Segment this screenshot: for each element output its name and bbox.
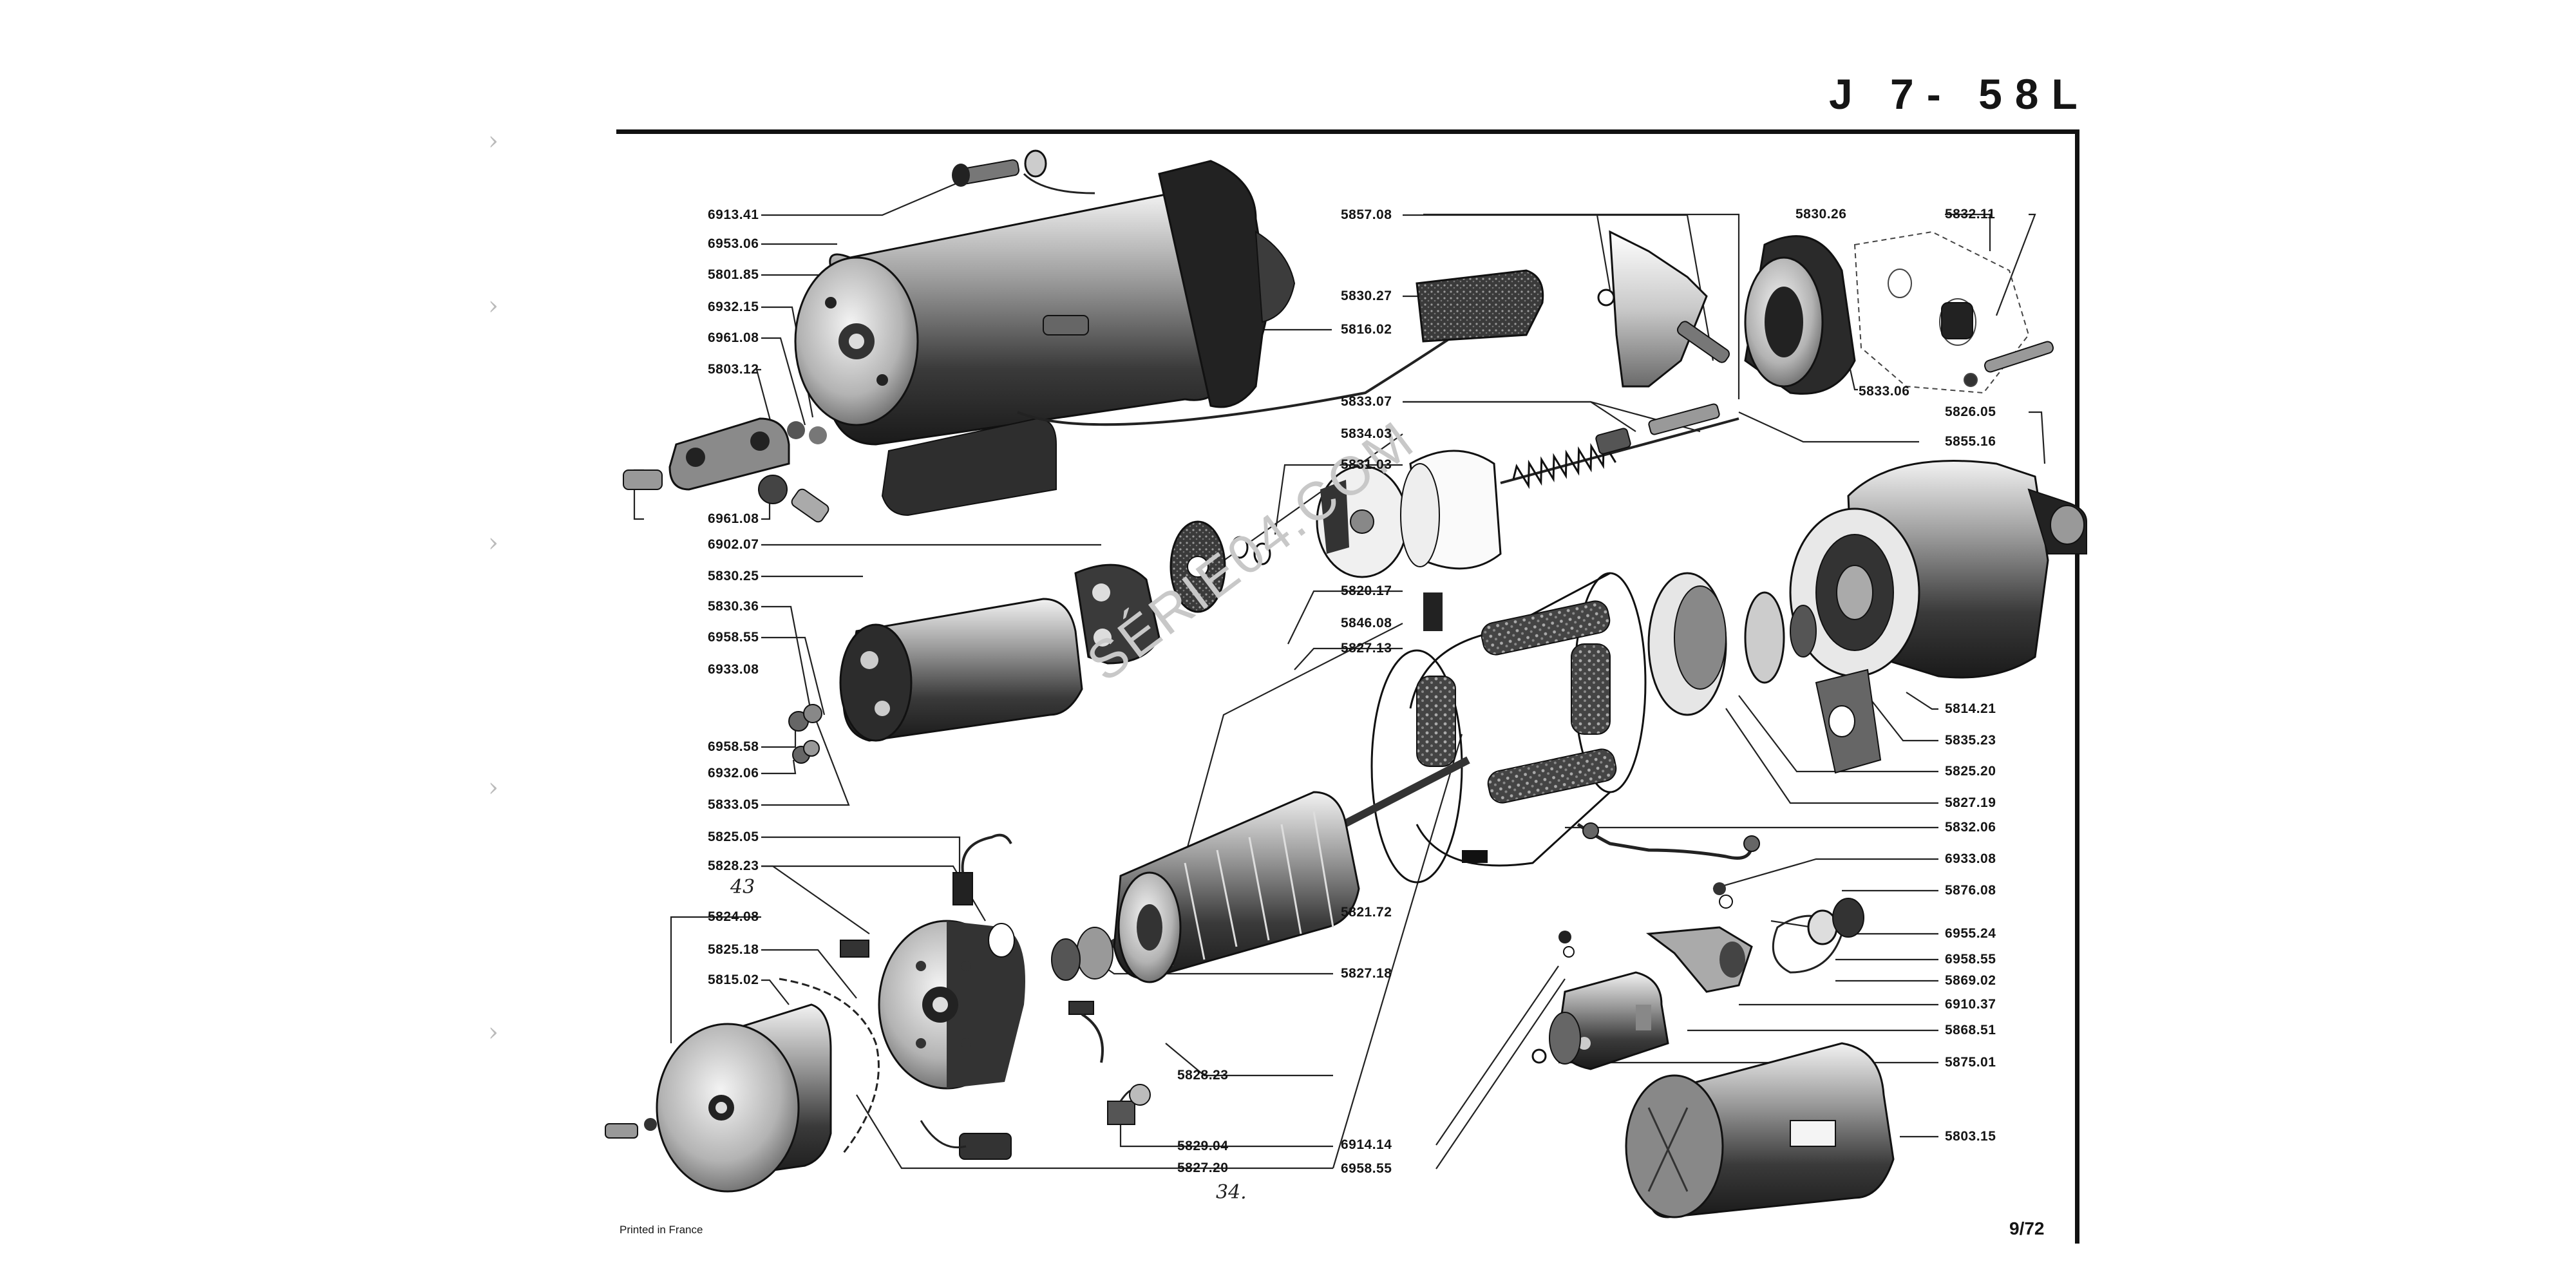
engagement-spring (1500, 403, 1739, 489)
callout-label: 6953.06 (708, 236, 759, 251)
callout-label: 5827.13 (1341, 641, 1392, 656)
callout-label: 5825.05 (708, 829, 759, 844)
field-lead (1577, 822, 1760, 860)
callout-label: 6914.14 (1341, 1137, 1392, 1152)
callout-label: 5834.03 (1341, 426, 1392, 441)
callout-label: 5831.03 (1341, 457, 1392, 472)
callout-label: 5855.16 (1945, 434, 1996, 449)
frame-top-rule (616, 129, 2079, 134)
callout-label: 5869.02 (1945, 973, 1996, 988)
callout-label: 6913.41 (708, 207, 759, 222)
page-code: J 7- 58L (1829, 70, 2090, 118)
armature (1051, 756, 1470, 983)
top-bolt (952, 149, 1047, 187)
callout-label: 6932.06 (708, 766, 759, 781)
callout-label: 5816.02 (1341, 322, 1392, 337)
callout-label: 5876.08 (1945, 883, 1996, 898)
shift-fork (1597, 230, 1730, 388)
callout-label: 5825.20 (1945, 764, 1996, 779)
callout-label: 5814.21 (1945, 701, 1996, 716)
callout-label: 5832.11 (1945, 207, 1996, 222)
callout-label: 5833.05 (708, 797, 759, 812)
callout-label: 5846.08 (1341, 616, 1392, 630)
handwritten-note: 34. (1216, 1181, 1247, 1204)
margin-mark: › (488, 1018, 498, 1047)
callout-label: 5820.17 (1341, 583, 1392, 598)
callout-label: 5830.25 (708, 569, 759, 583)
callout-label: 6933.08 (708, 662, 759, 677)
callout-label: 5857.08 (1341, 207, 1392, 222)
callout-label: 6933.08 (1945, 851, 1996, 866)
solenoid (788, 520, 1271, 764)
cover-tube (1625, 1042, 1895, 1218)
callout-label: 6958.55 (708, 630, 759, 645)
callout-label: 5830.26 (1795, 207, 1847, 222)
callout-label: 5833.07 (1341, 394, 1392, 409)
mount-sketch (1853, 231, 2054, 394)
brush-set (840, 833, 1151, 1160)
callout-label: 5827.20 (1177, 1160, 1229, 1175)
end-cover (605, 978, 880, 1193)
callout-label: 5828.23 (708, 858, 759, 873)
page-number: 9/72 (2009, 1218, 2045, 1238)
callout-label: 5835.23 (1945, 733, 1996, 748)
terminal-bracket (1645, 882, 1864, 993)
callout-label: 5803.15 (1945, 1129, 1996, 1144)
callout-label: 5815.02 (708, 972, 759, 987)
callout-label: 5830.27 (1341, 289, 1392, 303)
margin-mark: › (488, 126, 498, 156)
callout-label: 5868.51 (1945, 1023, 1996, 1037)
callout-label: 6932.15 (708, 299, 759, 314)
starter-motor-assembly (794, 160, 1476, 516)
commutator-end-plate (878, 920, 1025, 1090)
frame-right-rule (2075, 129, 2079, 1244)
margin-mark: › (488, 528, 498, 558)
drive-end-housing (1789, 460, 2087, 774)
callout-label: 5821.72 (1341, 905, 1392, 920)
relay-unit (1531, 931, 1669, 1070)
callout-label: 5827.18 (1341, 966, 1392, 981)
callout-label: 6958.58 (708, 739, 759, 754)
callout-label: 5832.06 (1945, 820, 1996, 835)
callout-label: 6902.07 (708, 537, 759, 552)
callout-label: 5825.18 (708, 942, 759, 957)
mounting-bracket (623, 417, 829, 523)
field-coil-yoke (1370, 572, 1647, 884)
callout-label: 5828.23 (1177, 1068, 1229, 1083)
callout-label: 5801.85 (708, 267, 759, 282)
callout-label: 5830.36 (708, 599, 759, 614)
brush-plate (1316, 450, 1502, 578)
callout-label: 6961.08 (708, 330, 759, 345)
intermediate-plate (1647, 572, 1817, 716)
friction-pad (1416, 269, 1544, 343)
callout-label: 6958.55 (1341, 1161, 1392, 1176)
callout-label: 6961.08 (708, 511, 759, 526)
handwritten-note: 43 (730, 876, 755, 898)
callout-label: 5833.06 (1859, 384, 1910, 399)
callout-label: 5803.12 (708, 362, 759, 377)
margin-mark: › (488, 291, 498, 321)
callout-label: 5827.19 (1945, 795, 1996, 810)
callout-label: 6958.55 (1945, 952, 1996, 967)
callout-label: 5829.04 (1177, 1139, 1229, 1153)
callout-label: 5875.01 (1945, 1055, 1996, 1070)
printed-in-france: Printed in France (620, 1224, 703, 1236)
callout-label: 5826.05 (1945, 404, 1996, 419)
drive-cup (1744, 235, 1856, 395)
callout-label: 6955.24 (1945, 926, 1996, 941)
margin-mark: › (488, 773, 498, 802)
callout-label: 5824.08 (708, 909, 759, 924)
callout-label: 6910.37 (1945, 997, 1996, 1012)
